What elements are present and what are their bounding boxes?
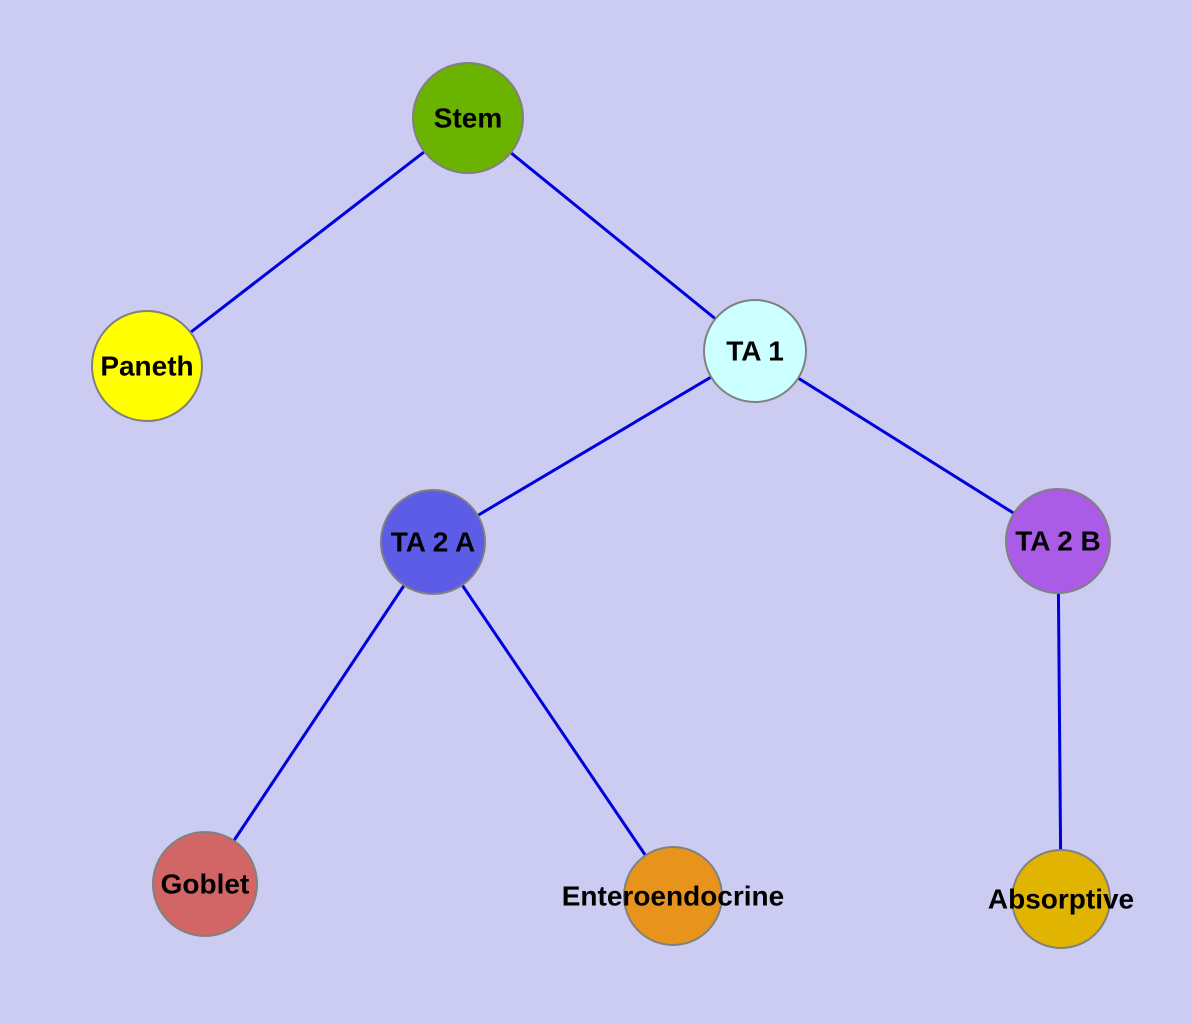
- edge-ta2a-goblet: [203, 541, 435, 885]
- edge-ta2b-absorptive: [1056, 540, 1063, 900]
- node-circle-enteroendocrine[interactable]: [623, 846, 723, 946]
- node-paneth[interactable]: Paneth: [91, 310, 203, 422]
- node-circle-stem[interactable]: [412, 62, 524, 174]
- node-stem[interactable]: Stem: [412, 62, 524, 174]
- node-circle-paneth[interactable]: [91, 310, 203, 422]
- edge-ta2a-enteroendocrine: [431, 541, 675, 897]
- node-circle-ta1[interactable]: [703, 299, 807, 403]
- node-circle-goblet[interactable]: [152, 831, 258, 937]
- node-goblet[interactable]: Goblet: [152, 831, 258, 937]
- node-circle-ta2a[interactable]: [380, 489, 486, 595]
- node-ta2b[interactable]: TA 2 B: [1005, 488, 1111, 594]
- edge-ta1-ta2b: [754, 349, 1059, 543]
- node-ta2a[interactable]: TA 2 A: [380, 489, 486, 595]
- edge-stem-ta1: [467, 116, 756, 353]
- node-enteroendocrine[interactable]: Enteroendocrine: [562, 846, 784, 946]
- node-ta1[interactable]: TA 1: [703, 299, 807, 403]
- edge-ta1-ta2a: [432, 349, 756, 544]
- edge-stem-paneth: [146, 116, 469, 368]
- node-circle-ta2b[interactable]: [1005, 488, 1111, 594]
- node-absorptive[interactable]: Absorptive: [988, 849, 1134, 949]
- node-circle-absorptive[interactable]: [1011, 849, 1111, 949]
